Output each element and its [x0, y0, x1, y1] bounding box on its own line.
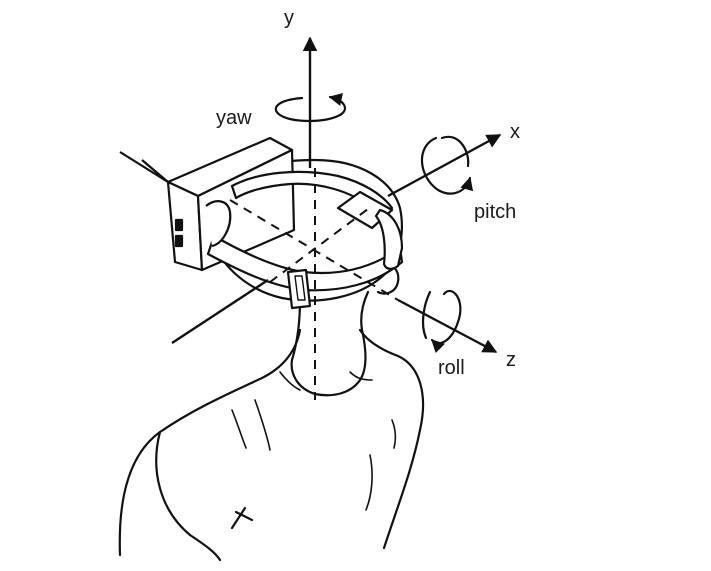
person-figure [118, 260, 425, 562]
yaw-rotation-arrow [274, 93, 347, 123]
y-axis-label: y [284, 7, 294, 29]
z-axis-label: z [506, 349, 516, 371]
roll-rotation-arrow [430, 289, 462, 354]
x-axis-back-line [171, 278, 269, 345]
x-axis-label: x [510, 121, 520, 143]
internal-axes-dashed [229, 168, 399, 400]
vr-headset [166, 136, 404, 310]
axes [119, 36, 502, 354]
yaw-label: yaw [216, 107, 252, 129]
rotation-arrows [274, 93, 474, 354]
x-axis-arrow [387, 133, 502, 198]
pitch-rotation-arrow [420, 136, 474, 195]
pitch-label: pitch [474, 201, 516, 223]
z-axis-arrow [397, 298, 498, 354]
roll-label: roll [438, 357, 465, 379]
